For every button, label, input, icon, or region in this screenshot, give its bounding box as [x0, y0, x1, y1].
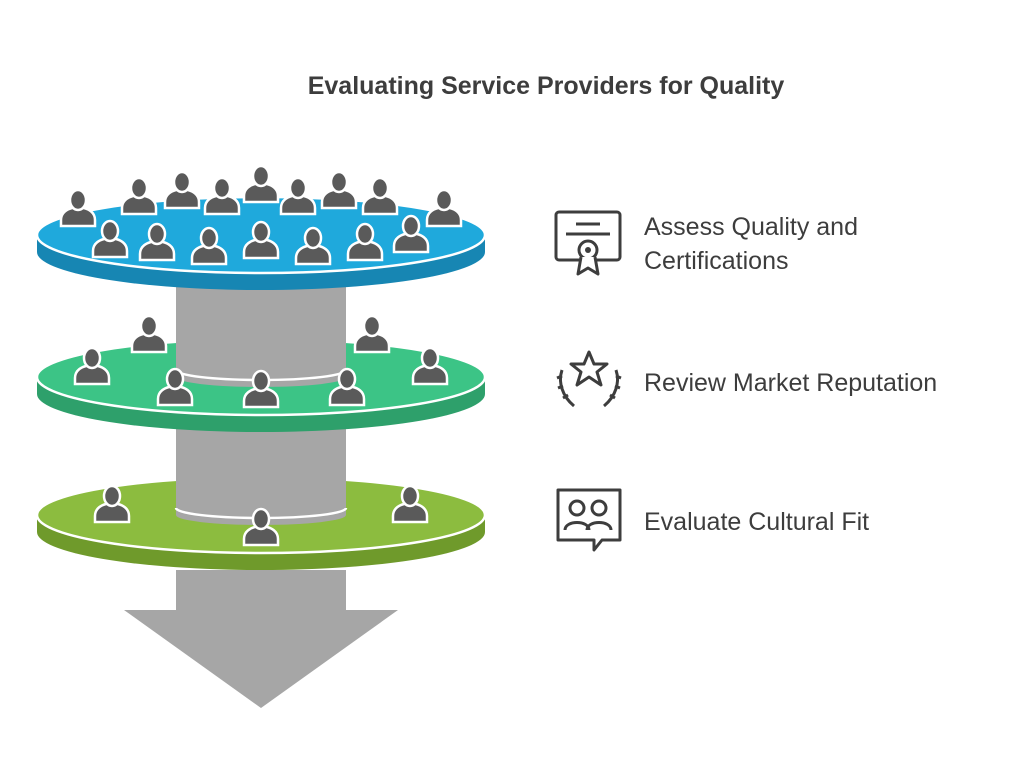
stage-1-label: Assess Quality and Certifications	[644, 213, 858, 275]
person-icon	[242, 164, 280, 204]
person-icon	[91, 219, 129, 259]
person-icon	[59, 188, 97, 228]
person-icon	[425, 188, 463, 228]
person-icon	[361, 176, 399, 216]
person-icon	[391, 484, 429, 524]
person-icon	[93, 484, 131, 524]
person-icon	[320, 170, 358, 210]
person-icon	[346, 222, 384, 262]
person-icon	[392, 214, 430, 254]
star-laurel-icon	[554, 348, 624, 423]
person-icon	[279, 176, 317, 216]
person-icon	[328, 367, 366, 407]
stage-3-label: Evaluate Cultural Fit	[644, 508, 870, 536]
person-icon	[242, 507, 280, 547]
person-icon	[163, 170, 201, 210]
people-group	[59, 164, 463, 547]
certificate-icon	[554, 208, 624, 283]
person-icon	[242, 220, 280, 260]
person-icon	[130, 314, 168, 354]
person-icon	[120, 176, 158, 216]
person-icon	[353, 314, 391, 354]
people-chat-icon	[554, 486, 624, 561]
person-icon	[73, 346, 111, 386]
person-icon	[411, 346, 449, 386]
person-icon	[156, 367, 194, 407]
stage-2-label: Review Market Reputation	[644, 369, 938, 397]
down-arrow	[124, 570, 398, 708]
page-title: Evaluating Service Providers for Quality	[307, 72, 785, 100]
person-icon	[294, 226, 332, 266]
person-icon	[190, 226, 228, 266]
person-icon	[203, 176, 241, 216]
person-icon	[138, 222, 176, 262]
person-icon	[242, 369, 280, 409]
